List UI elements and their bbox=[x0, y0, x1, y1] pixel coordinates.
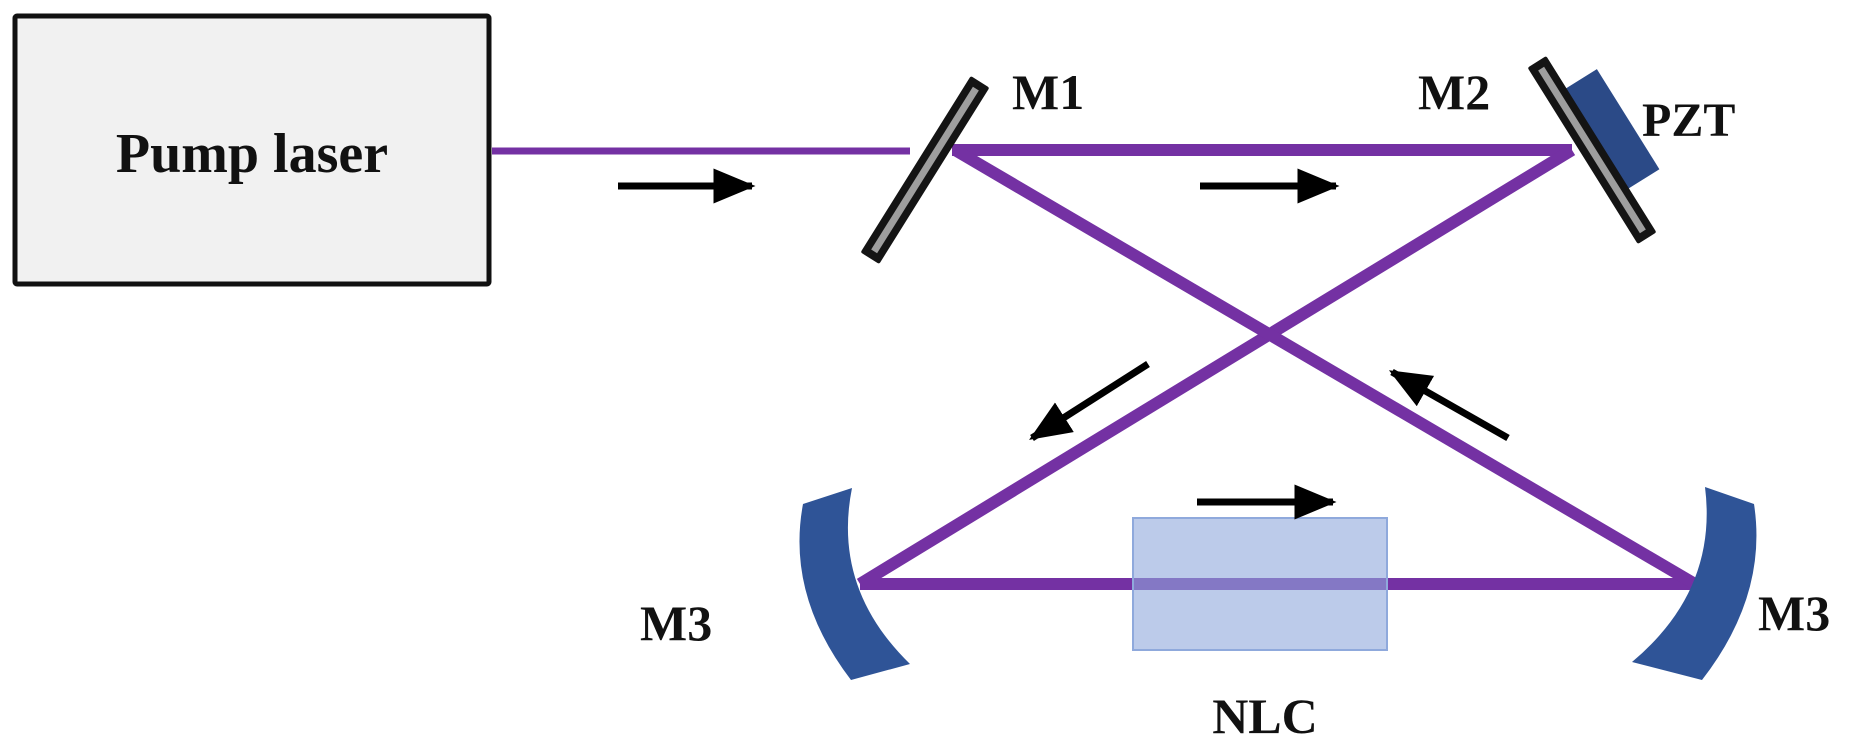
nlc-crystal bbox=[1132, 517, 1388, 651]
mirror-m1: M1 bbox=[861, 64, 1084, 264]
mirror-m3-right: M3 bbox=[1632, 487, 1830, 680]
arrow-to-m1 bbox=[1388, 368, 1510, 442]
pump-laser: Pump laser bbox=[12, 13, 492, 287]
mirror-m3-left: M3 bbox=[640, 488, 910, 680]
pzt-actuator bbox=[1556, 69, 1660, 195]
direction-arrows bbox=[618, 168, 1510, 520]
beam-right-m3-to-m1 bbox=[951, 144, 1699, 590]
mirror-m2: M2 PZT bbox=[1418, 56, 1735, 244]
m3-left-label: M3 bbox=[640, 595, 712, 651]
m3-right-label: M3 bbox=[1758, 585, 1830, 641]
m1-label: M1 bbox=[1012, 64, 1084, 120]
curved-mirror-right bbox=[1632, 487, 1757, 680]
pump-laser-box bbox=[12, 13, 492, 287]
pzt-label: PZT bbox=[1642, 94, 1735, 147]
pump-laser-label: Pump laser bbox=[116, 123, 388, 185]
nlc-label: NLC bbox=[1212, 688, 1318, 744]
nonlinear-crystal: NLC bbox=[1132, 517, 1388, 744]
curved-mirror-left bbox=[799, 488, 910, 680]
beam-m2-to-left-m3 bbox=[856, 144, 1576, 590]
m2-label: M2 bbox=[1418, 64, 1490, 120]
arrow-to-left-m3 bbox=[1029, 361, 1150, 441]
beam-paths bbox=[492, 144, 1699, 590]
